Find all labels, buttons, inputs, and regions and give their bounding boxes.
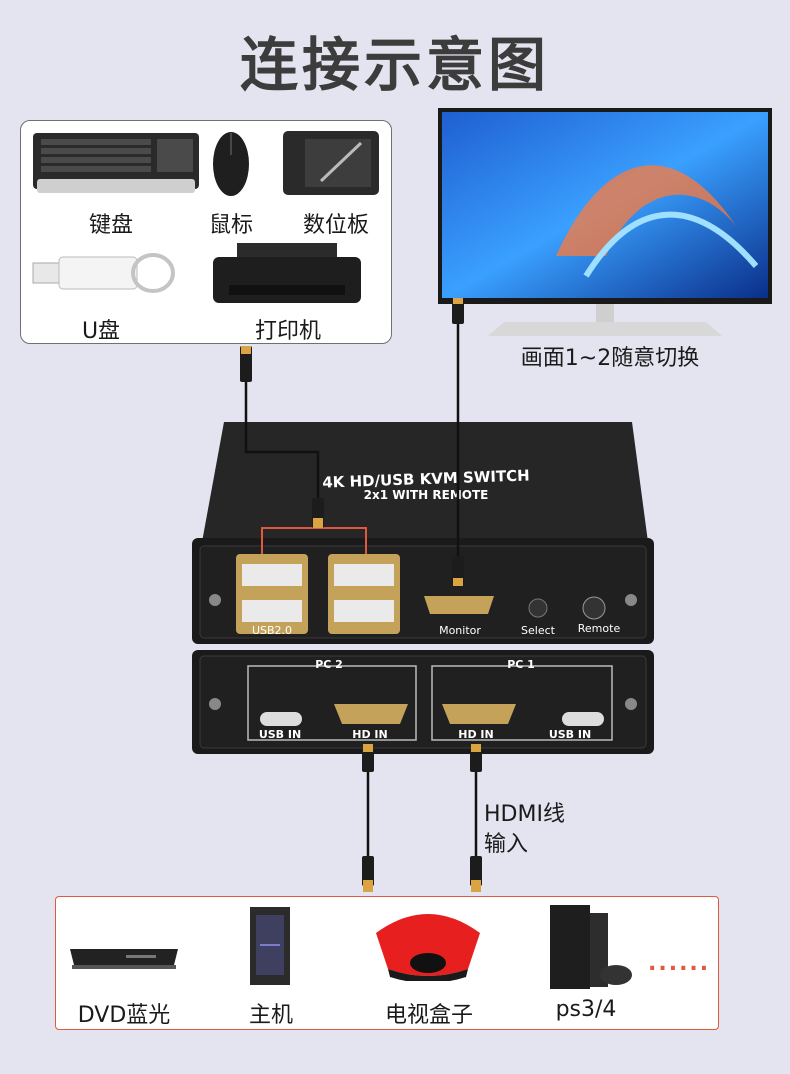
mouse-icon — [213, 132, 249, 196]
pc1-label: PC 1 — [507, 658, 535, 671]
cable-note-line2: 输入 — [484, 832, 529, 857]
host-label: 主机 — [248, 1003, 293, 1028]
monitor-port-label: Monitor — [439, 624, 481, 637]
ps-label: ps3/4 — [555, 997, 617, 1022]
dvd-label: DVD蓝光 — [77, 1003, 171, 1028]
usb-port-label: USB2.0 — [251, 624, 293, 637]
pc1-hd-in-label: HD IN — [458, 728, 494, 741]
cable-note-line1: HDMI线 — [484, 802, 565, 827]
keyboard-icon — [33, 133, 199, 193]
pc2-usb-in-label: USB IN — [258, 728, 302, 741]
tablet-label: 数位板 — [302, 213, 369, 238]
dvd-player-icon — [70, 949, 178, 969]
pc2-label: PC 2 — [315, 658, 343, 671]
peripheral-group: 键盘 鼠标 数位板 U盘 打印机 — [20, 120, 392, 344]
game-console-icon — [550, 905, 632, 989]
page-title: 连接示意图 — [239, 31, 550, 99]
tablet-icon — [283, 131, 379, 195]
usb-drive-icon — [32, 253, 175, 293]
usb-drive-label: U盘 — [81, 319, 121, 344]
remote-port-label: Remote — [577, 622, 621, 635]
keyboard-label: 键盘 — [88, 213, 133, 238]
select-button-label: Select — [521, 624, 555, 637]
monitor-caption: 画面1~2随意切换 — [520, 346, 700, 371]
desktop-pc-icon — [250, 907, 290, 985]
tv-box-icon — [376, 914, 480, 981]
printer-icon — [213, 243, 361, 303]
printer-label: 打印机 — [254, 319, 321, 344]
tvbox-label: 电视盒子 — [384, 1003, 473, 1028]
more-devices-ellipsis: ...... — [648, 951, 711, 976]
pc1-usb-in-label: USB IN — [548, 728, 592, 741]
pc2-hd-in-label: HD IN — [352, 728, 388, 741]
monitor-icon — [438, 108, 772, 336]
mouse-label: 鼠标 — [208, 213, 253, 238]
source-device-group: ...... DVD蓝光 主机 电视盒子 ps3/4 — [55, 896, 719, 1030]
